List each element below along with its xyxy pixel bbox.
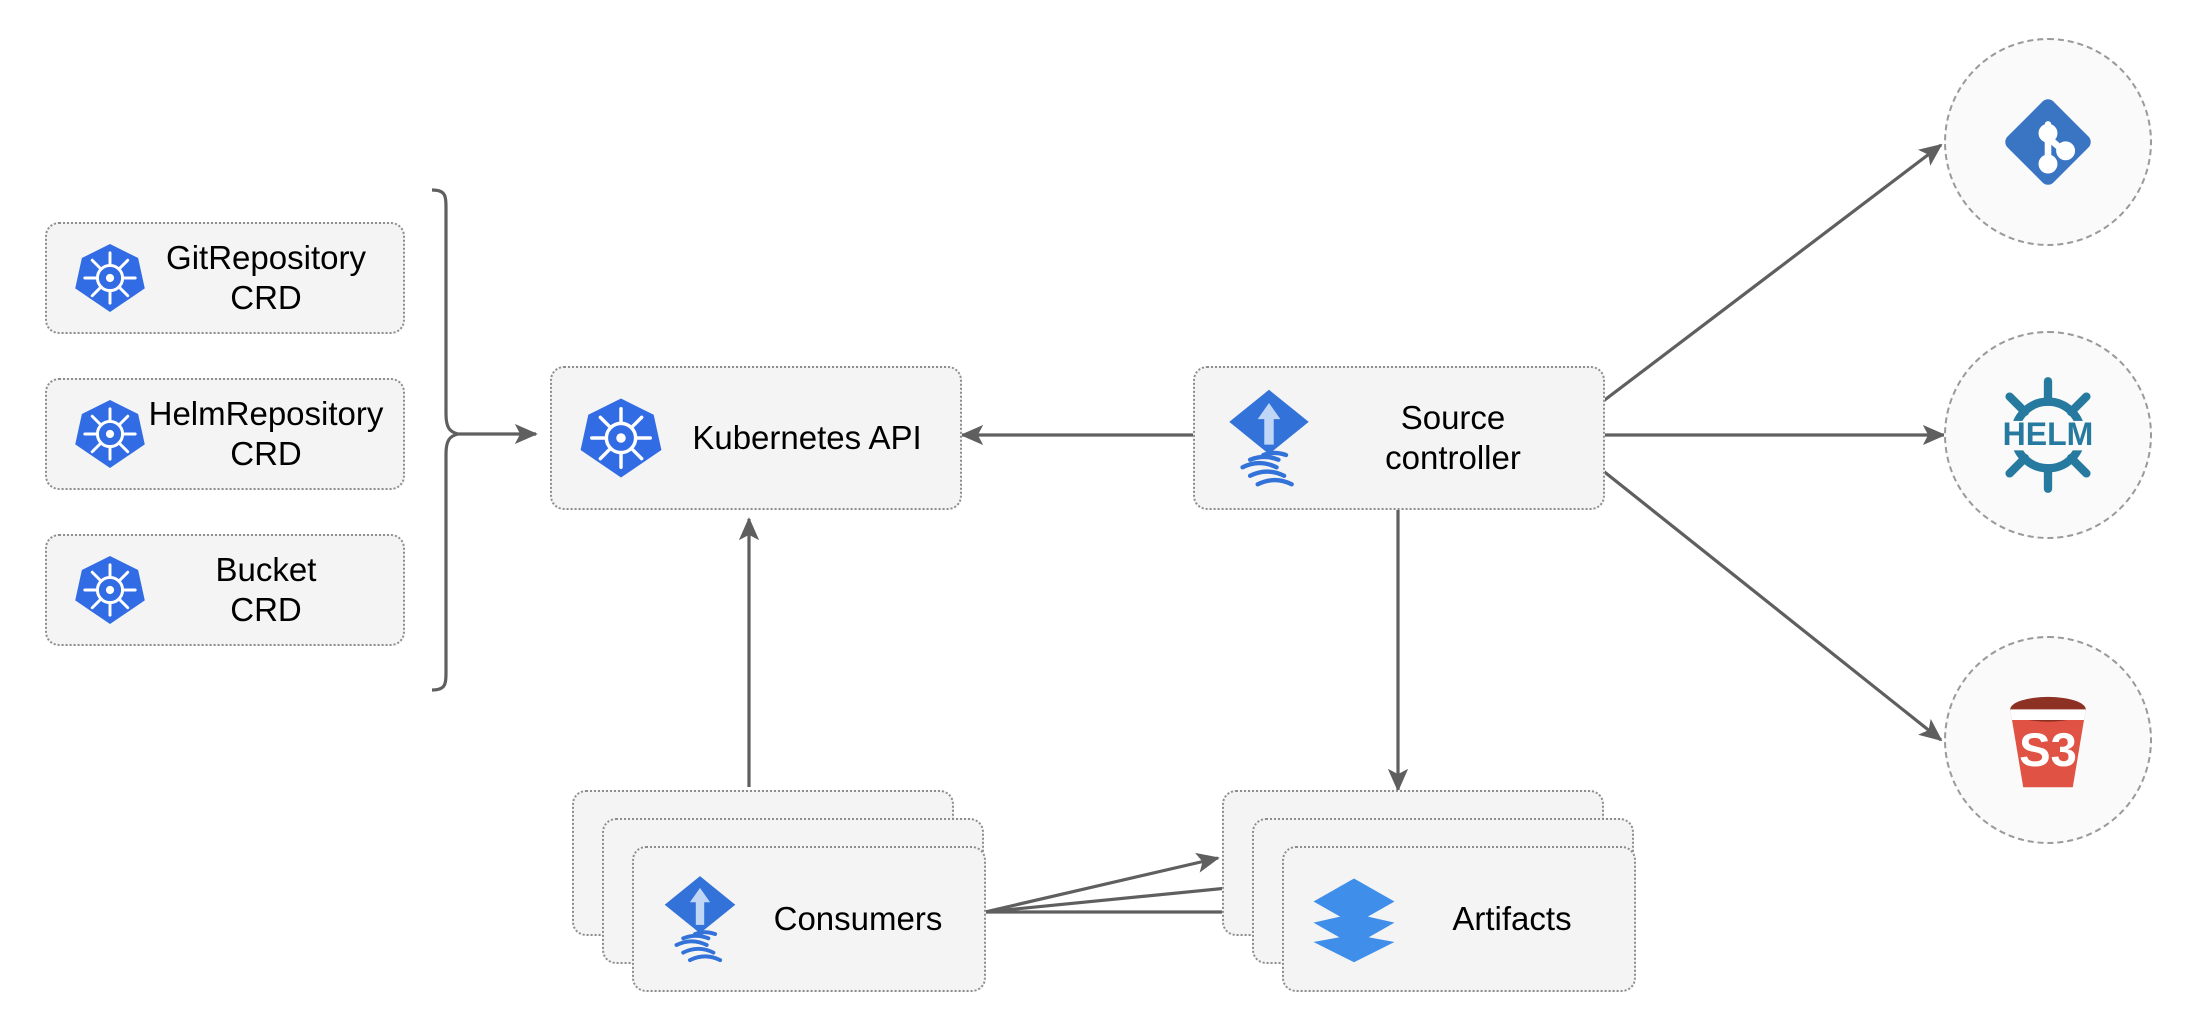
git-icon — [1993, 87, 2103, 197]
helm-wordmark: HELM — [2003, 416, 2094, 452]
edge-consumers-to-artifacts-top — [984, 852, 1220, 914]
node-label: Artifacts — [1452, 899, 1572, 937]
node-label: Source controller — [1385, 398, 1521, 476]
node-consumers[interactable]: Consumers — [632, 846, 986, 992]
node-helm-repository-crd[interactable]: HelmRepository CRD — [45, 378, 405, 490]
node-source-controller[interactable]: Source controller — [1193, 366, 1605, 510]
helm-icon: HELM — [1984, 371, 2112, 499]
node-git-repository-crd[interactable]: GitRepository CRD — [45, 222, 405, 334]
s3-wordmark: S3 — [2019, 724, 2077, 777]
node-artifacts[interactable]: Artifacts — [1282, 846, 1636, 992]
crd-group-bracket — [431, 188, 459, 692]
node-label: HelmRepository CRD — [148, 394, 384, 472]
node-label: Bucket CRD — [215, 550, 317, 628]
s3-bucket-icon: S3 — [1989, 681, 2107, 799]
node-helm-source[interactable]: HELM — [1944, 331, 2152, 539]
node-label: GitRepository CRD — [166, 238, 366, 316]
node-bucket-crd[interactable]: Bucket CRD — [45, 534, 405, 646]
node-label: Consumers — [773, 899, 943, 937]
kubernetes-icon — [578, 395, 664, 481]
edge-source-to-s3 — [1601, 468, 1943, 742]
edge-source-to-git — [1601, 143, 1943, 404]
kubernetes-icon — [73, 397, 147, 471]
node-kubernetes-api[interactable]: Kubernetes API — [550, 366, 962, 510]
edge-consumers-to-artifacts-mid — [984, 877, 1250, 914]
node-s3-source[interactable]: S3 — [1944, 636, 2152, 844]
node-label: Kubernetes API — [692, 418, 922, 456]
flux-icon — [658, 871, 742, 967]
node-git-source[interactable] — [1944, 38, 2152, 246]
kubernetes-icon — [73, 241, 147, 315]
flux-icon — [1221, 386, 1317, 490]
layers-icon — [1308, 873, 1400, 965]
kubernetes-icon — [73, 553, 147, 627]
